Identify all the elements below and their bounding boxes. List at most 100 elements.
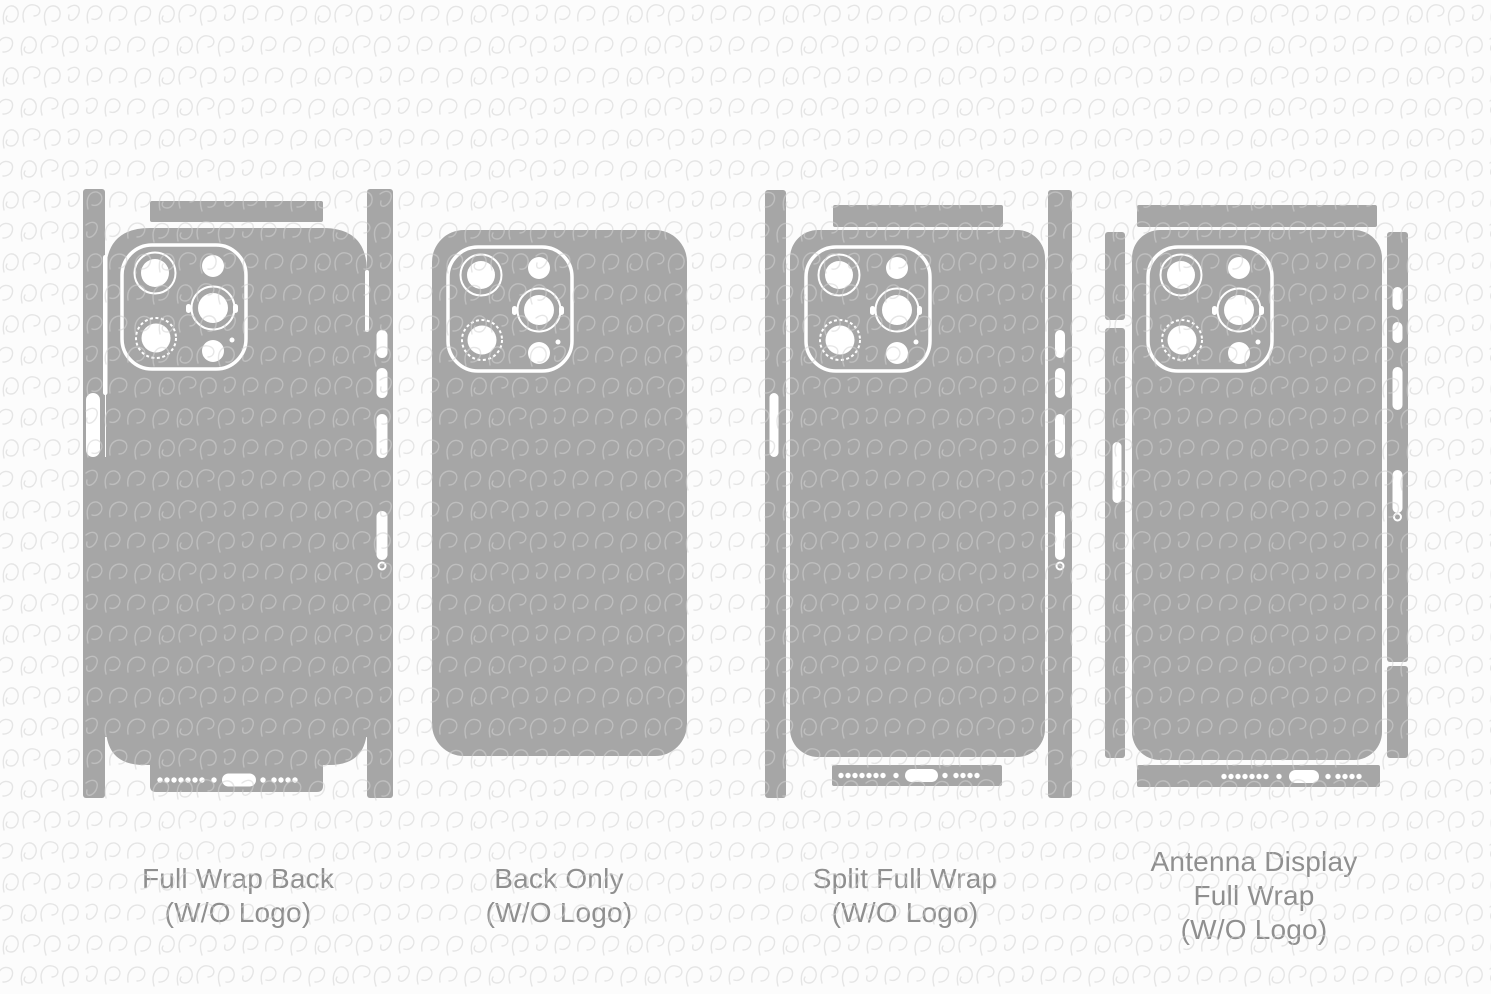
speaker-hole-cutout — [211, 777, 217, 783]
caption-line: Full Wrap — [1193, 880, 1315, 911]
mic-dot-cutout — [913, 339, 919, 345]
template-caption-full-wrap-back: Full Wrap Back(W/O Logo) — [142, 862, 334, 930]
speaker-hole-cutout — [271, 777, 277, 783]
flash-cutout — [1228, 257, 1250, 279]
lens-tick — [186, 304, 191, 313]
mute-volume-cutout — [769, 393, 779, 457]
speaker-hole-cutout — [852, 772, 858, 779]
speaker-hole-cutout — [967, 772, 973, 779]
speaker-hole-cutout — [1276, 773, 1282, 780]
relief-slit-cutout — [365, 270, 369, 332]
button-cutout — [1055, 330, 1065, 358]
lens-tick — [870, 306, 875, 315]
template-caption-split-full-wrap: Split Full Wrap(W/O Logo) — [813, 862, 998, 930]
flash-cutout — [886, 257, 908, 279]
power-button-cutout — [376, 511, 388, 560]
top-edge-strip — [833, 205, 1003, 227]
speaker-hole-cutout — [1242, 773, 1248, 780]
lens-tick — [917, 306, 922, 315]
right-side-strip — [1048, 190, 1072, 798]
speaker-hole-cutout — [859, 772, 865, 779]
left-side-strip — [83, 189, 105, 798]
flash-cutout — [528, 257, 550, 279]
power-button-cutout — [1055, 511, 1065, 560]
lens-cutout — [198, 293, 228, 323]
caption-line: (W/O Logo) — [485, 897, 633, 928]
speaker-hole-cutout — [260, 777, 266, 783]
speaker-hole-cutout — [171, 777, 177, 783]
speaker-hole-cutout — [1221, 773, 1227, 780]
lidar-cutout — [886, 342, 908, 364]
speaker-hole-cutout — [873, 772, 879, 779]
lens-tick — [1259, 306, 1264, 315]
button-cutout — [1392, 322, 1403, 343]
speaker-hole-cutout — [1335, 773, 1341, 780]
speaker-hole-cutout — [1256, 773, 1262, 780]
charging-port-cutout — [222, 773, 256, 787]
speaker-hole-cutout — [157, 777, 163, 783]
lens-tick — [1212, 306, 1217, 315]
caption-line: Antenna Display — [1150, 846, 1358, 877]
mute-volume-cutout — [1112, 442, 1122, 503]
power-button-cutout — [1392, 470, 1403, 513]
side-join — [364, 333, 370, 737]
caption-line: Split Full Wrap — [812, 863, 998, 894]
caption-line: (W/O Logo) — [831, 897, 979, 928]
lens-cutout — [825, 261, 853, 289]
right-side-strip-lower-segment — [1387, 666, 1408, 758]
lens-tick — [559, 306, 564, 315]
speaker-hole-cutout — [942, 772, 948, 779]
speaker-hole-cutout — [192, 777, 198, 783]
left-side-strip — [765, 190, 786, 798]
flash-cutout — [202, 255, 224, 277]
right-side-strip — [367, 189, 393, 798]
speaker-hole-cutout — [974, 772, 980, 779]
top-edge-strip — [150, 201, 323, 222]
mic-dot-cutout — [1255, 339, 1261, 345]
button-cutout — [376, 368, 388, 398]
template-split-full-wrap — [765, 190, 1072, 798]
speaker-hole-cutout — [178, 777, 184, 783]
charging-port-cutout — [1289, 770, 1319, 783]
button-cutout — [376, 414, 388, 458]
back-panel — [1132, 230, 1382, 760]
top-edge-strip — [1137, 205, 1377, 227]
speaker-hole-cutout — [1263, 773, 1269, 780]
speaker-hole-cutout — [960, 772, 966, 779]
lens-cutout — [467, 261, 495, 289]
speaker-hole-cutout — [199, 777, 205, 783]
speaker-hole-cutout — [292, 777, 298, 783]
button-cutout — [1055, 414, 1065, 458]
mic-dot-cutout — [555, 339, 561, 345]
left-side-strip-lower-segment — [1105, 328, 1125, 758]
speaker-hole-cutout — [1249, 773, 1255, 780]
lens-cutout — [825, 325, 855, 355]
left-side-strip-upper-segment — [1105, 232, 1125, 320]
template-back-only — [432, 230, 687, 756]
template-full-wrap-back — [83, 189, 393, 798]
caption-line: (W/O Logo) — [164, 897, 312, 928]
charging-port-cutout — [905, 769, 938, 782]
lens-cutout — [141, 259, 169, 287]
button-cutout — [1392, 367, 1403, 410]
lens-tick — [233, 304, 238, 313]
template-caption-back-only: Back Only(W/O Logo) — [486, 862, 633, 930]
lens-cutout — [467, 325, 497, 355]
button-cutout — [1055, 368, 1065, 398]
button-cutout — [376, 330, 388, 358]
lens-cutout — [141, 323, 171, 353]
lidar-cutout — [1228, 342, 1250, 364]
lens-cutout — [882, 295, 912, 325]
speaker-hole-cutout — [953, 772, 959, 779]
lens-cutout — [1224, 295, 1254, 325]
speaker-hole-cutout — [1342, 773, 1348, 780]
mic-dot-cutout — [229, 337, 235, 343]
lidar-cutout — [202, 340, 224, 362]
lidar-cutout — [528, 342, 550, 364]
speaker-hole-cutout — [1228, 773, 1234, 780]
speaker-hole-cutout — [845, 772, 851, 779]
speaker-hole-cutout — [1356, 773, 1362, 780]
speaker-hole-cutout — [185, 777, 191, 783]
